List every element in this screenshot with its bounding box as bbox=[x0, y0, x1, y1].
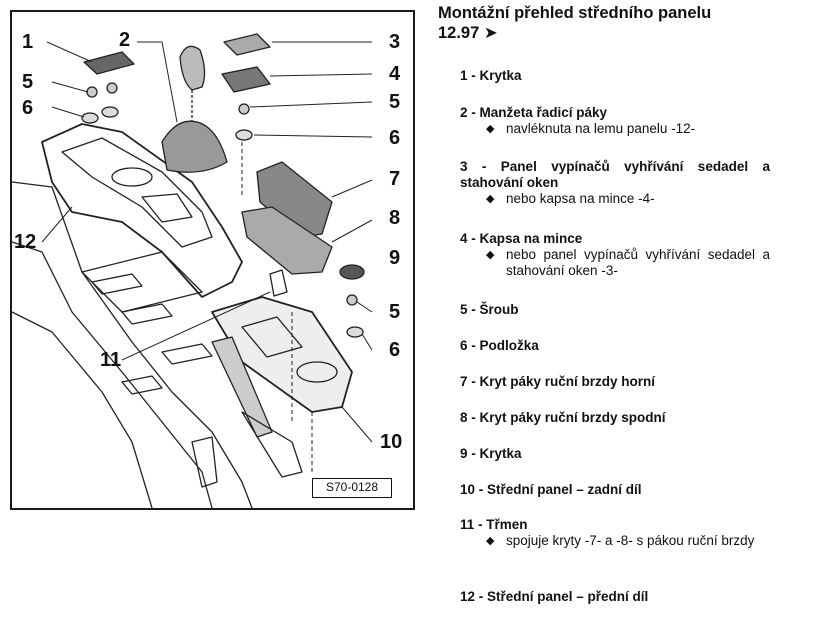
figure-code: S70-0128 bbox=[312, 478, 392, 498]
legend-item: 1 - Krytka bbox=[460, 68, 770, 84]
legend-note-text: navléknuta na lemu panelu -12- bbox=[506, 121, 696, 136]
legend-note-text: nebo panel vypínačů vyhřívání sedadel a … bbox=[506, 247, 770, 278]
legend-item: 11 - Třmen ◆ spojuje kryty -7- a -8- s p… bbox=[460, 517, 770, 549]
screw-right-top bbox=[238, 103, 250, 115]
switch-panel-3 bbox=[223, 33, 271, 56]
callout-4: 4 bbox=[389, 63, 401, 85]
floor-slot-4 bbox=[121, 375, 163, 395]
legend-note: ◆ navléknuta na lemu panelu -12- bbox=[460, 121, 770, 137]
legend-item: 5 - Šroub bbox=[460, 302, 770, 318]
exploded-view-figure: 1 2 3 4 5 5 6 6 7 8 9 5 6 10 11 12 S70-0… bbox=[10, 10, 415, 510]
callout-1: 1 bbox=[22, 31, 34, 53]
legend-item-label: 12 - Střední panel – přední díl bbox=[460, 589, 649, 604]
page-title: Montážní přehled středního panelu 12.97 … bbox=[438, 3, 828, 43]
shift-knob bbox=[179, 45, 206, 91]
callout-12: 12 bbox=[14, 231, 37, 253]
handbrake-lever bbox=[211, 336, 273, 438]
handbrake-base bbox=[241, 411, 303, 478]
screw-left-b bbox=[106, 82, 118, 94]
floor-slot-2 bbox=[121, 303, 173, 325]
legend-item: 10 - Střední panel – zadní díl bbox=[460, 482, 770, 498]
diamond-bullet-icon: ◆ bbox=[486, 193, 495, 205]
legend-item-label: 9 - Krytka bbox=[460, 446, 522, 461]
screw-left-a bbox=[86, 86, 98, 98]
legend-item-label: 7 - Kryt páky ruční brzdy horní bbox=[460, 374, 656, 389]
legend-item-label: 4 - Kapsa na mince bbox=[460, 231, 583, 246]
legend-item: 4 - Kapsa na mince ◆ nebo panel vypínačů… bbox=[460, 231, 770, 279]
cap-1 bbox=[83, 51, 135, 75]
legend-item-label: 8 - Kryt páky ruční brzdy spodní bbox=[460, 410, 666, 425]
floor-outline-2 bbox=[12, 241, 213, 508]
legend-item-label: 6 - Podložka bbox=[460, 338, 539, 353]
front-console bbox=[41, 123, 243, 298]
floor-slot-1 bbox=[91, 273, 143, 295]
legend-note: ◆ nebo panel vypínačů vyhřívání sedadel … bbox=[460, 247, 770, 279]
callout-3: 3 bbox=[389, 31, 401, 53]
callout-2: 2 bbox=[119, 29, 131, 51]
console-tray bbox=[141, 193, 193, 223]
legend-note: ◆ spojuje kryty -7- a -8- s pákou ruční … bbox=[460, 533, 770, 549]
washer-left-b bbox=[101, 106, 119, 118]
legend-note-text: spojuje kryty -7- a -8- s pákou ruční br… bbox=[506, 533, 755, 548]
legend-item: 8 - Kryt páky ruční brzdy spodní bbox=[460, 410, 770, 426]
diamond-bullet-icon: ◆ bbox=[486, 123, 495, 135]
washer-right-top bbox=[235, 129, 253, 141]
legend-item-label: 11 - Třmen bbox=[460, 517, 528, 532]
shift-boot bbox=[161, 120, 228, 173]
handbrake-cover-upper bbox=[256, 161, 333, 238]
floor-outline-3 bbox=[12, 311, 153, 508]
legend-item-label: 3 - Panel vypínačů vyhřívání sedadel a s… bbox=[460, 159, 770, 190]
front-console-top bbox=[61, 137, 213, 248]
rear-console-slot bbox=[241, 316, 303, 358]
page-title-line-2: 12.97 ➤ bbox=[438, 24, 498, 42]
rear-cup-holder bbox=[296, 361, 338, 383]
callout-9: 9 bbox=[389, 247, 401, 269]
screw-right-lower bbox=[346, 294, 358, 306]
legend-item-label: 2 - Manžeta řadicí páky bbox=[460, 105, 608, 120]
washer-right-lower bbox=[346, 326, 364, 338]
legend-item: 9 - Krytka bbox=[460, 446, 770, 462]
floor-bracket bbox=[191, 436, 218, 488]
handbrake-cover-lower bbox=[241, 206, 333, 275]
legend-item: 12 - Střední panel – přední díl bbox=[460, 589, 770, 605]
floor-outline bbox=[12, 181, 253, 508]
callout-5-left: 5 bbox=[22, 71, 34, 93]
legend-item-label: 5 - Šroub bbox=[460, 302, 519, 317]
callout-5-right-lower: 5 bbox=[389, 301, 401, 323]
callout-5-right-top: 5 bbox=[389, 91, 401, 113]
callout-7: 7 bbox=[389, 168, 401, 190]
legend-item: 2 - Manžeta řadicí páky ◆ navléknuta na … bbox=[460, 105, 770, 137]
floor-panel bbox=[81, 251, 203, 313]
bracket-11 bbox=[269, 269, 288, 297]
callout-6-right-top: 6 bbox=[389, 127, 401, 149]
cup-holder bbox=[111, 167, 153, 187]
legend-item-label: 10 - Střední panel – zadní díl bbox=[460, 482, 642, 497]
callout-11: 11 bbox=[100, 349, 122, 371]
coin-pocket-4 bbox=[221, 66, 271, 93]
legend-item: 6 - Podložka bbox=[460, 338, 770, 354]
callout-10: 10 bbox=[380, 431, 403, 453]
callout-6-right-lower: 6 bbox=[389, 339, 401, 361]
diamond-bullet-icon: ◆ bbox=[486, 535, 495, 547]
floor-slot-3 bbox=[161, 343, 213, 365]
legend-note: ◆ nebo kapsa na minc​e -4- bbox=[460, 191, 770, 207]
center-console-drawing bbox=[12, 33, 373, 508]
callout-6-left: 6 bbox=[22, 97, 34, 119]
legend-note-text: nebo kapsa na minc​e -4- bbox=[506, 191, 655, 206]
cap-9 bbox=[339, 264, 365, 280]
washer-left-a bbox=[81, 112, 99, 124]
legend-item: 7 - Kryt páky ruční brzdy horní bbox=[460, 374, 770, 390]
diamond-bullet-icon: ◆ bbox=[486, 249, 495, 261]
page-title-line-1: Montážní přehled středního panelu bbox=[438, 4, 712, 22]
callout-8: 8 bbox=[389, 207, 401, 229]
legend-item: 3 - Panel vypínačů vyhřívání sedadel a s… bbox=[460, 159, 770, 207]
legend-item-label: 1 - Krytka bbox=[460, 68, 522, 83]
